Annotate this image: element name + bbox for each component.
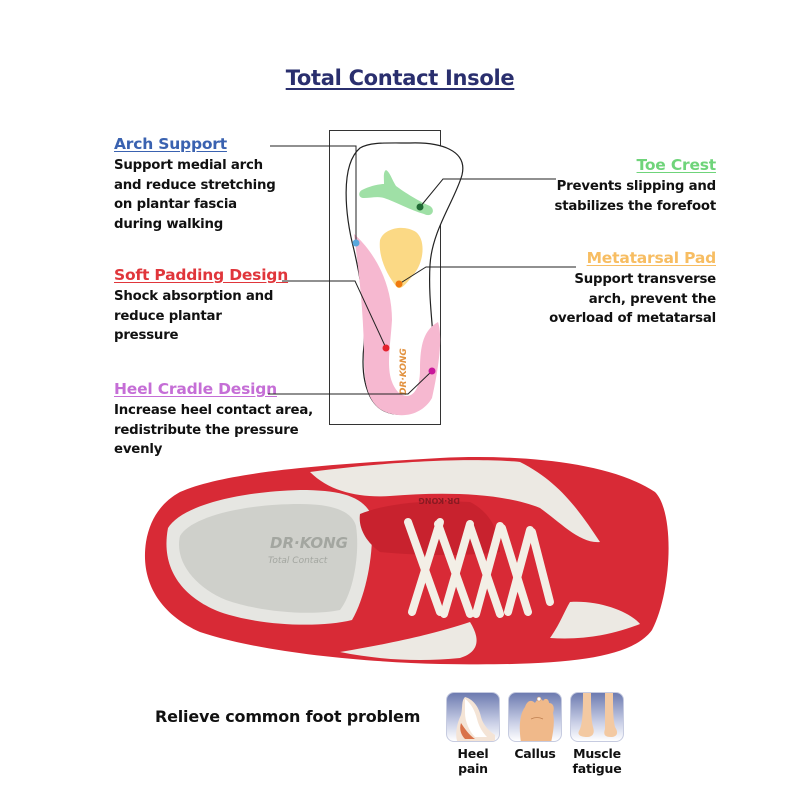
arch-support-marker (352, 239, 360, 247)
problem-muscle-fatigue: Muscle fatigue (570, 692, 624, 776)
metatarsal-pad-heading: Metatarsal Pad (586, 249, 717, 267)
heel-cradle-description: Increase heel contact area, redistribute… (114, 403, 313, 457)
soft-padding-marker (382, 344, 390, 352)
insole-outline (345, 142, 464, 415)
toe-crest-description: Prevents slipping and stabilizes the for… (554, 179, 716, 214)
feature-arch-support: Arch Support Support medial arch and red… (114, 135, 276, 234)
shoe-insole (179, 504, 358, 613)
muscle-fatigue-label: Muscle fatigue (572, 746, 622, 776)
shoe-image: DR·KONG Total Contact DR·KONG (144, 457, 669, 665)
heel-cradle-heading: Heel Cradle Design (114, 380, 277, 398)
heel-pain-icon (446, 692, 500, 742)
soft-padding-heading: Soft Padding Design (114, 266, 289, 284)
shoe-top-panel (310, 460, 600, 543)
toe-crest-marker (416, 203, 424, 211)
soft-padding-description: Shock absorption and reduce plantar pres… (114, 289, 274, 343)
callus-label: Callus (514, 746, 556, 761)
metatarsal-marker (395, 280, 403, 288)
shoe-insole-subtitle: Total Contact (268, 556, 328, 566)
page-title: Total Contact Insole (285, 66, 515, 90)
metatarsal-pad (379, 227, 423, 289)
feature-heel-cradle: Heel Cradle Design Increase heel contact… (114, 380, 313, 460)
shoe-insole-brand: DR·KONG (270, 534, 348, 552)
insole-frame (329, 130, 441, 425)
heel-cradle-marker (428, 367, 436, 375)
insole-brand-text: DR·KONG (399, 348, 409, 395)
shoe-tongue-label: DR·KONG (418, 496, 460, 505)
problem-callus: Callus (508, 692, 562, 776)
heel-pain-label: Heel pain (457, 746, 489, 776)
feature-metatarsal-pad: Metatarsal Pad Support transverse arch, … (549, 249, 716, 329)
shoe-side-panel (550, 601, 640, 639)
toe-crest-heading: Toe Crest (636, 156, 717, 174)
soft-padding-connector (282, 280, 387, 349)
feature-soft-padding: Soft Padding Design Shock absorption and… (114, 266, 288, 346)
feature-toe-crest: Toe Crest Prevents slipping and stabiliz… (554, 156, 716, 216)
muscle-fatigue-icon (570, 692, 624, 742)
metatarsal-pad-description: Support transverse arch, prevent the ove… (549, 272, 716, 326)
soft-padding-area (354, 234, 441, 416)
shoe-laces (404, 518, 554, 618)
arch-support-heading: Arch Support (114, 135, 227, 153)
toe-crest-pad (359, 170, 433, 216)
shoe-bottom-panel (340, 622, 477, 660)
problem-heel-pain: Heel pain (446, 692, 500, 776)
callus-icon (508, 692, 562, 742)
arch-support-connector (270, 145, 357, 243)
arch-support-description: Support medial arch and reduce stretchin… (114, 158, 276, 232)
relieve-heading: Relieve common foot problem (155, 707, 421, 726)
foot-problem-list: Heel pain Callus Muscle fatigue (446, 692, 624, 776)
toe-crest-connector (419, 178, 556, 208)
